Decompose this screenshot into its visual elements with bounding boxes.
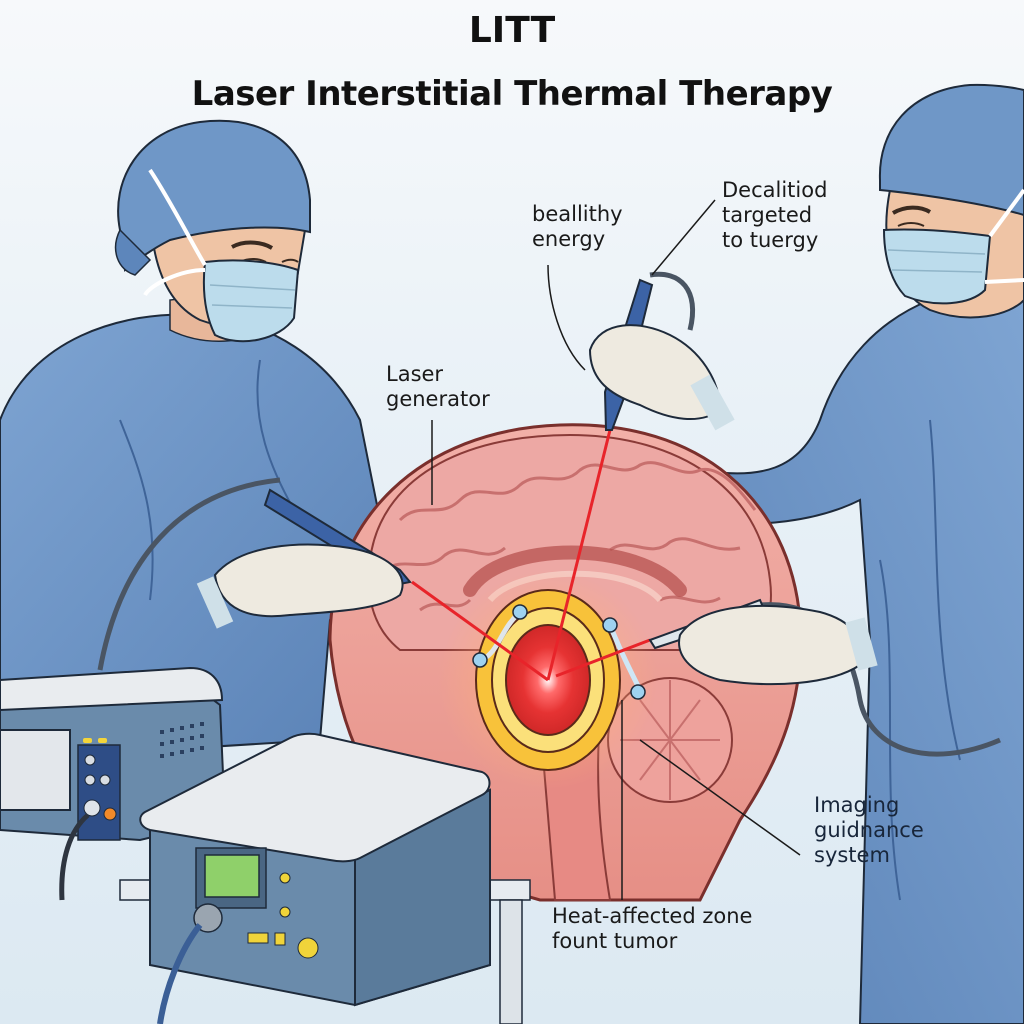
laser-beams (411, 429, 651, 682)
left-surgeon (0, 119, 382, 762)
laser-console-top (139, 732, 491, 863)
laser-console-screen (204, 854, 260, 898)
leader-lines (431, 199, 801, 900)
label-imaging-guidance: Imaging guidnance system (814, 793, 924, 867)
right-hand-probe-top (588, 271, 735, 431)
label-energy: beallithy energy (532, 202, 623, 251)
title-abbreviation: LITT (468, 10, 556, 51)
brain-cross-section (328, 423, 803, 902)
laser-console (139, 732, 491, 1024)
title-full-name: Laser Interstitial Thermal Therapy (191, 74, 833, 114)
label-heat-affected-zone: Heat-affected zone fount tumor (552, 904, 753, 953)
left-console-control-panel (77, 744, 121, 841)
label-targeted: Decalitiod targeted to tuergy (722, 178, 828, 252)
right-surgeon (688, 83, 1024, 1024)
right-hand-probe-lower (648, 598, 1001, 757)
label-laser-generator: Laser generator (386, 362, 490, 411)
left-hand-probe (97, 477, 412, 671)
title-block: LITT Laser Interstitial Thermal Therapy (0, 8, 1024, 116)
